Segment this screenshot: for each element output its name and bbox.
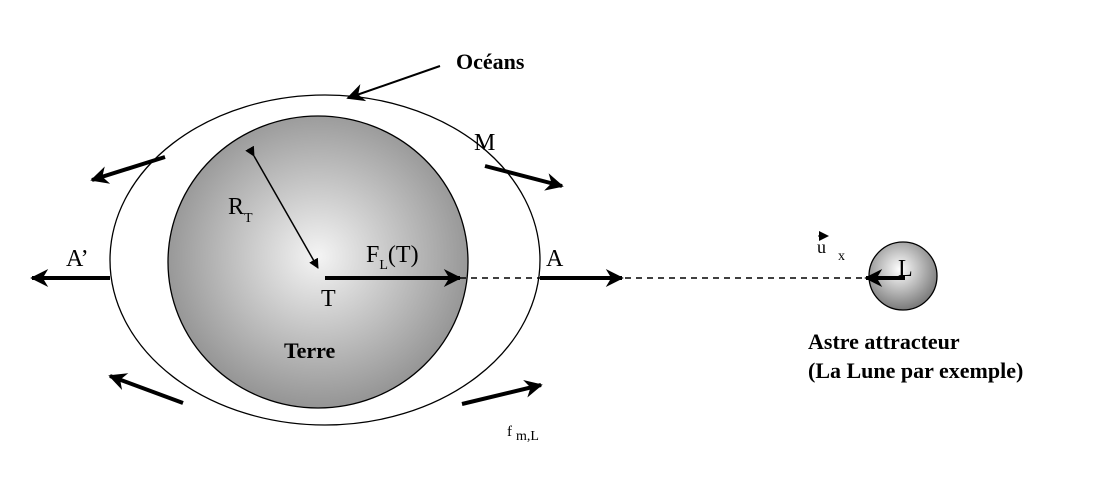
radius-arrow bbox=[245, 145, 319, 269]
attractor-label-line2: (La Lune par exemple) bbox=[808, 358, 1023, 383]
force-label: FL(T) bbox=[366, 242, 419, 273]
unit-vector-symbol: u bbox=[817, 237, 826, 257]
radius-symbol: R bbox=[228, 194, 244, 220]
oceans-label: Océans bbox=[456, 49, 525, 74]
upper-left-tidal-arrow bbox=[90, 155, 166, 184]
unit-vector-subscript: x bbox=[838, 249, 845, 264]
attractor-label-line1: Astre attracteur bbox=[808, 329, 960, 354]
earth-label: Terre bbox=[284, 338, 336, 363]
earth-center-label: T bbox=[321, 286, 336, 312]
lower-right-tidal-arrow bbox=[461, 380, 543, 406]
radius-label: RT bbox=[228, 194, 253, 226]
a-prime-label: A’ bbox=[66, 246, 89, 272]
oceans-pointer-arrow bbox=[346, 65, 441, 102]
tidal-force-subscript: m,L bbox=[516, 429, 539, 444]
force-symbol: F bbox=[366, 242, 379, 268]
radius-subscript: T bbox=[244, 211, 253, 226]
tidal-force-symbol: f bbox=[507, 424, 512, 440]
moon-label: L bbox=[898, 256, 913, 282]
tidal-force-label: f m,L bbox=[507, 424, 539, 444]
force-argument: (T) bbox=[388, 242, 419, 268]
m-point-arrow bbox=[484, 164, 564, 191]
m-label: M bbox=[474, 130, 495, 156]
lower-left-tidal-arrow bbox=[108, 373, 184, 405]
a-label: A bbox=[546, 246, 564, 272]
earth-disk bbox=[167, 115, 469, 409]
force-subscript: L bbox=[379, 258, 388, 273]
